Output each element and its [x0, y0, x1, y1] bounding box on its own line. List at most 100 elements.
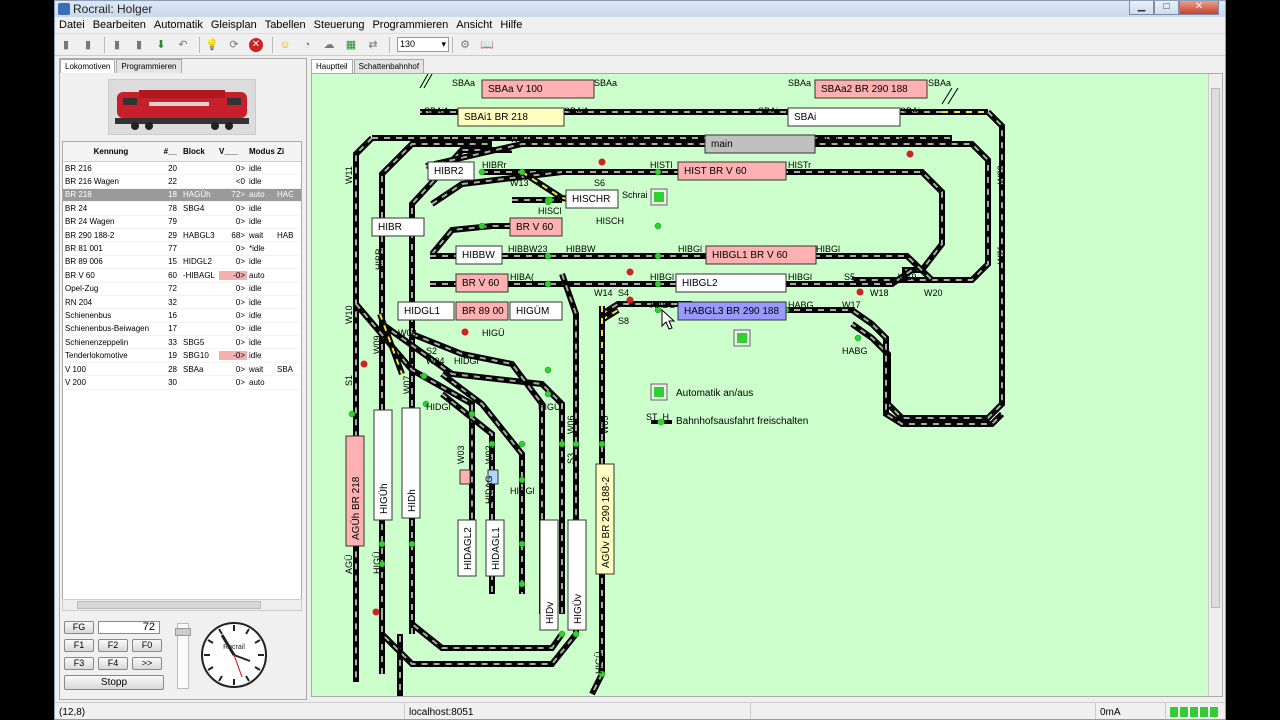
signal-icon[interactable] [360, 360, 368, 368]
auto-on-icon[interactable]: ☺ [279, 38, 291, 51]
menu-bearbeiten[interactable]: Bearbeiten [92, 19, 146, 31]
gear-icon[interactable]: ⚙ [460, 39, 470, 51]
track-segment[interactable] [600, 301, 692, 317]
menu-tabellen[interactable]: Tabellen [264, 19, 306, 31]
power-bulb-icon[interactable]: 💡 [205, 39, 219, 51]
block-sbaa2[interactable]: SBAa2 BR 290 188 [814, 79, 928, 99]
decoupler-icon[interactable] [487, 469, 499, 485]
download-icon[interactable]: ⬇ [156, 39, 166, 51]
more-functions-button[interactable]: >> [132, 657, 162, 670]
close-button[interactable]: ✕ [1179, 1, 1219, 15]
block-sbaa[interactable]: SBAa V 100 [481, 79, 595, 99]
signal-icon[interactable] [598, 158, 606, 166]
block-hischr[interactable]: HISCHR [565, 189, 619, 209]
block-hidh[interactable]: HIDh [401, 407, 421, 519]
minimize-button[interactable]: ▁ [1129, 1, 1154, 15]
emergency-icon[interactable]: ⟳ [229, 39, 239, 51]
cloud-icon[interactable]: ☁ [323, 39, 335, 51]
block-hibgl2[interactable]: HIBGL2 [675, 273, 787, 293]
shuffle-icon[interactable]: ⇄ [368, 39, 378, 51]
col-number[interactable]: #__ [163, 147, 177, 156]
undo-icon[interactable]: ↶ [178, 39, 188, 51]
connect-icon[interactable]: ▮ [62, 39, 70, 51]
block-hibr2[interactable]: HIBR2 [427, 161, 475, 181]
block-hidagl1[interactable]: HIDAGL1 [485, 519, 505, 577]
f0-button[interactable]: F0 [132, 639, 162, 652]
signal-icon[interactable] [626, 268, 634, 276]
track-segment[interactable] [410, 331, 545, 614]
decoupler-icon[interactable] [459, 469, 471, 485]
block-hidagl2[interactable]: HIDAGL2 [457, 519, 477, 577]
block-higuv[interactable]: HIGÜv [567, 519, 587, 631]
auto-off-icon[interactable]: ◔ [303, 38, 311, 51]
f2-button[interactable]: F2 [98, 639, 128, 652]
block-higun[interactable]: HIGÜh [373, 409, 393, 521]
col-speed[interactable]: V___ [219, 147, 238, 156]
block-higum[interactable]: HIGÜM [509, 301, 563, 321]
menu-datei[interactable]: Datei [59, 19, 85, 31]
stop-button[interactable]: Stopp [64, 675, 164, 690]
menu-automatik[interactable]: Automatik [153, 19, 203, 31]
stop-icon[interactable]: ✕ [247, 37, 265, 53]
block-sbai[interactable]: SBAi [787, 107, 901, 127]
tab-lokomotiven[interactable]: Lokomotiven [60, 59, 116, 73]
block-hibr[interactable]: HIBR [371, 217, 425, 237]
col-kennung[interactable]: Kennung [93, 147, 129, 156]
col-ziel[interactable]: Zi [277, 147, 285, 156]
zoom-select[interactable]: 130 [397, 37, 449, 52]
track-segment[interactable] [380, 321, 565, 614]
tab-programmieren[interactable]: Programmieren [116, 59, 182, 73]
block-aguv[interactable]: AGÜv BR 290 188-2 [595, 463, 615, 575]
col-modus[interactable]: Modus [249, 147, 275, 156]
signal-icon[interactable] [856, 288, 864, 296]
block-brv60b[interactable]: BR V 60 [455, 273, 509, 293]
menu-gleisplan[interactable]: Gleisplan [210, 19, 257, 31]
fg-button[interactable]: FG [64, 621, 94, 634]
maximize-button[interactable]: □ [1154, 1, 1179, 15]
block-hidgl1[interactable]: HIDGL1 [397, 301, 455, 321]
menu-programmieren[interactable]: Programmieren [372, 19, 449, 31]
col-block[interactable]: Block [183, 147, 205, 156]
block-hist[interactable]: HIST BR V 60 [677, 161, 787, 181]
book-icon[interactable]: 📖 [480, 39, 494, 51]
signal-icon[interactable] [461, 328, 469, 336]
open-icon[interactable]: ▮ [113, 39, 121, 51]
block-hibbw[interactable]: HIBBW [455, 245, 503, 265]
block-sbai1[interactable]: SBAi1 BR 218 [457, 107, 565, 127]
f1-button[interactable]: F1 [64, 639, 94, 652]
grid-icon[interactable]: ▦ [345, 39, 357, 51]
save-icon[interactable]: ▮ [135, 39, 143, 51]
track-segment[interactable] [353, 135, 375, 682]
block-main[interactable]: main [704, 134, 816, 154]
f3-button[interactable]: F3 [64, 657, 94, 670]
menu-hilfe[interactable]: Hilfe [500, 19, 523, 31]
tab-hauptteil[interactable]: Hauptteil [311, 59, 353, 73]
block-agun[interactable]: AGÜh BR 218 [345, 435, 365, 547]
block-brv60[interactable]: BR V 60 [509, 217, 563, 237]
speed-slider[interactable] [175, 623, 191, 689]
block-habgl3[interactable]: HABGL3 BR 290 188 [677, 301, 787, 321]
disconnect-icon[interactable]: ▮ [84, 39, 92, 51]
table-scrollbar[interactable] [62, 599, 302, 611]
signal-icon[interactable] [626, 296, 634, 304]
f4-button[interactable]: F4 [98, 657, 128, 670]
tab-schattenbahnhof[interactable]: Schattenbahnhof [353, 59, 425, 73]
block-br89[interactable]: BR 89 00 [455, 301, 509, 321]
block-hidv[interactable]: HIDv [539, 519, 559, 631]
